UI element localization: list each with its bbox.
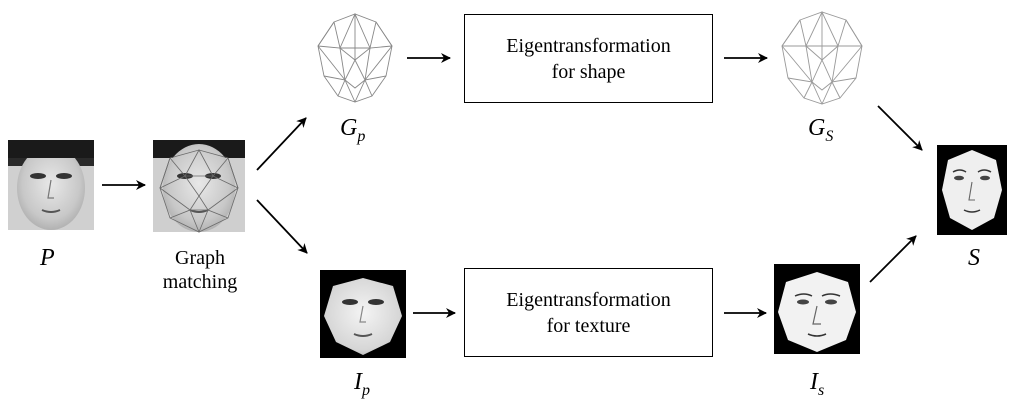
graph-matching-face: [153, 140, 245, 234]
label-gs: GS: [808, 115, 834, 145]
texture-box-line2: for texture: [546, 314, 631, 337]
label-gp: Gp: [340, 115, 366, 145]
input-face-photo: [8, 140, 94, 230]
arrow-graph-to-ip: [256, 199, 308, 254]
label-s: S: [968, 245, 980, 271]
shape-mesh-gp: [317, 12, 393, 103]
texture-box-line1: Eigentransformation: [506, 288, 671, 311]
arrow-is-to-s: [869, 235, 917, 283]
label-is: Is: [810, 369, 825, 399]
eigentransformation-texture-box: Eigentransformation for texture: [464, 268, 713, 357]
shape-box-line1: Eigentransformation: [506, 34, 671, 57]
label-p: P: [40, 245, 55, 271]
texture-face-ip: [320, 270, 406, 358]
flow-arrows: [102, 53, 923, 318]
eigentransformation-shape-box: Eigentransformation for shape: [464, 14, 713, 103]
shape-box-line2: for shape: [551, 60, 626, 83]
arrow-graph-to-gp: [256, 117, 307, 171]
label-ip: Ip: [354, 369, 370, 399]
sketch-face-is: [774, 264, 860, 354]
shape-mesh-gs: [781, 10, 863, 105]
graph-matching-line1: Graph: [175, 247, 225, 269]
label-graph-matching: Graph matching: [150, 246, 250, 294]
graph-matching-line2: matching: [162, 271, 238, 293]
output-sketch-face: [937, 145, 1007, 235]
arrow-gs-to-s: [877, 105, 923, 151]
